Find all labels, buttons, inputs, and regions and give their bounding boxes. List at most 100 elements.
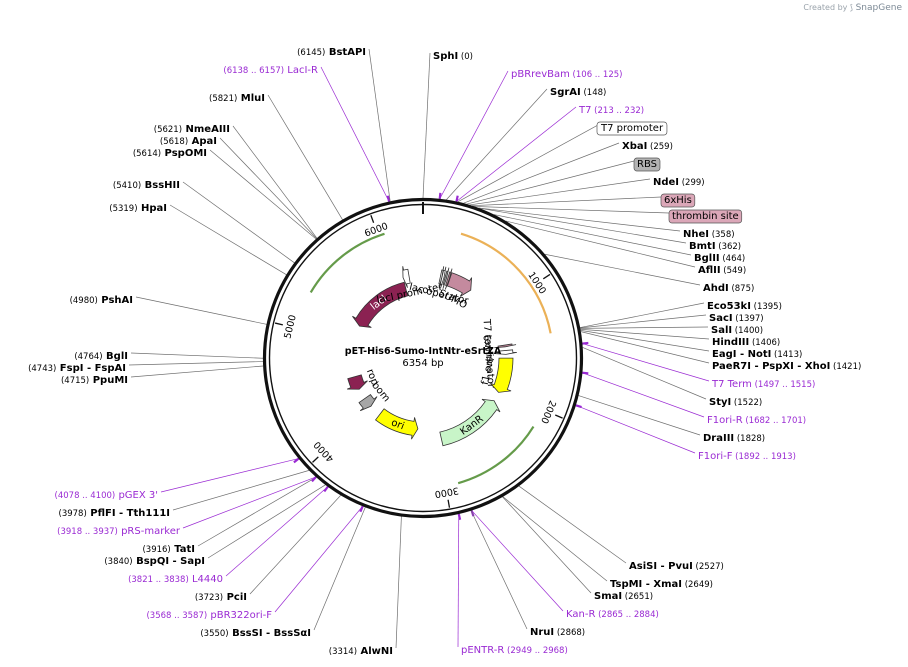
label-eagi[interactable]: EagI - NotI (1413) — [712, 349, 802, 360]
label-asisi[interactable]: AsiSI - PvuI (2527) — [629, 561, 724, 572]
svg-text:Kan-R (2865 .. 2884): Kan-R (2865 .. 2884) — [566, 609, 659, 620]
label-smai[interactable]: SmaI (2651) — [594, 591, 653, 602]
feature-6xhis-b[interactable]: 6xHis — [480, 334, 517, 363]
label-aflii[interactable]: AflII (549) — [698, 265, 746, 276]
label-f1ori-f[interactable]: F1ori-F (1892 .. 1913) — [698, 451, 796, 462]
label-nrui[interactable]: NruI (2868) — [530, 627, 585, 638]
label-sali[interactable]: SalI (1400) — [711, 325, 763, 336]
label-pbrrevbam[interactable]: pBRrevBam (106 .. 125) — [511, 69, 622, 80]
label-kan-r[interactable]: Kan-R (2865 .. 2884) — [566, 609, 659, 620]
label-bmti[interactable]: BmtI (362) — [689, 241, 741, 252]
label-alwni[interactable]: (3314) AlwNI — [329, 646, 393, 657]
feature-rbs[interactable] — [442, 267, 450, 289]
site-position: (2651) — [622, 592, 653, 602]
leader-line — [493, 214, 692, 256]
label-fspi[interactable]: (4743) FspI - FspAI — [28, 363, 126, 374]
label-xbai[interactable]: XbaI (259) — [622, 141, 673, 152]
svg-text:T7 Term (1497 .. 1515): T7 Term (1497 .. 1515) — [711, 379, 815, 390]
label-styi[interactable]: StyI (1522) — [709, 397, 762, 408]
site-position: (5618) — [160, 137, 188, 147]
label-bgli[interactable]: (4764) BglI — [74, 351, 128, 362]
leader-line — [580, 326, 709, 329]
site-position: (2949 .. 2968) — [504, 646, 567, 656]
site-position: (3821 .. 3838) — [128, 575, 189, 585]
site-position: (5410) — [113, 181, 141, 191]
site-name: PflFI — [87, 508, 116, 519]
label-pbr322ori-f[interactable]: (3568 .. 3587) pBR322ori-F — [146, 610, 272, 621]
label-hindiii[interactable]: HindIII (1406) — [712, 337, 780, 348]
label-eco53ki[interactable]: Eco53kI (1395) — [707, 301, 782, 312]
site-name: EagI — [712, 349, 736, 360]
svg-text:(4743) FspI - FspAI: (4743) FspI - FspAI — [28, 363, 126, 374]
svg-text:(3918 .. 3937) pRS-marker: (3918 .. 3937) pRS-marker — [57, 526, 181, 537]
label-rbs[interactable]: RBS — [633, 157, 661, 172]
leader-line — [502, 496, 608, 582]
site-position: (3978) — [59, 509, 87, 519]
primer-mark — [386, 195, 391, 202]
site-position: (0) — [458, 52, 473, 62]
label-thrombin[interactable]: thrombin site — [668, 209, 743, 224]
label-pentr-r[interactable]: pENTR-R (2949 .. 2968) — [461, 645, 568, 656]
label-f1ori-r[interactable]: F1ori-R (1682 .. 1701) — [707, 415, 806, 426]
site-position: (1682 .. 1701) — [743, 416, 806, 426]
label-laci-r[interactable]: (6138 .. 6157) LacI-R — [223, 65, 318, 76]
feature-6xhis[interactable] — [444, 268, 453, 290]
label-pgex3[interactable]: (4078 .. 4100) pGEX 3' — [55, 490, 158, 501]
feature-kanr[interactable]: KanR — [439, 398, 501, 447]
label-bstapi[interactable]: (6145) BstAPI — [297, 47, 366, 58]
feature-t7-terminator[interactable]: T7 terminator — [480, 318, 517, 389]
leader-lines — [128, 48, 710, 649]
svg-text:XbaI (259): XbaI (259) — [622, 141, 673, 152]
site-position: (362) — [716, 242, 742, 252]
site-position: pENTR-R — [461, 645, 504, 656]
label-ppumi[interactable]: (4715) PpuMI — [61, 375, 128, 386]
label-ahdi[interactable]: AhdI (875) — [703, 283, 754, 294]
site-position: (3568 .. 3587) — [146, 611, 207, 621]
label-t7-term[interactable]: T7 Term (1497 .. 1515) — [711, 379, 815, 390]
site-position: (1395) — [751, 302, 782, 312]
label-bsshii[interactable]: (5410) BssHII — [113, 180, 180, 191]
site-position: (1397) — [733, 314, 764, 324]
label-pcii[interactable]: (3723) PciI — [195, 592, 247, 603]
label-bglii[interactable]: BglII (464) — [694, 253, 745, 264]
label-apai[interactable]: (5618) ApaI — [160, 136, 217, 147]
label-bspqi[interactable]: (3840) BspQI - SapI — [104, 556, 205, 567]
leader-line — [582, 343, 710, 382]
site-position: (4715) — [61, 376, 89, 386]
site-name: AhdI — [703, 283, 729, 294]
label-pshai[interactable]: (4980) PshAI — [70, 295, 133, 306]
label-t7-promoter[interactable]: T7 promoter — [596, 121, 668, 136]
site-name: PciI — [223, 592, 247, 603]
label-ndei[interactable]: NdeI (299) — [653, 177, 705, 188]
label-pflfi[interactable]: (3978) PflFI - Tth111I — [59, 508, 170, 519]
feature-f1-ori[interactable]: f1 ori — [480, 357, 514, 393]
svg-text:(3840) BspQI - SapI: (3840) BspQI - SapI — [104, 556, 205, 567]
label-saci[interactable]: SacI (1397) — [709, 313, 764, 324]
feature-rop[interactable]: rop — [346, 368, 380, 390]
label-t7[interactable]: T7 (213 .. 232) — [578, 105, 644, 116]
label-draiii[interactable]: DraIII (1828) — [703, 433, 765, 444]
leader-line — [267, 94, 343, 220]
label-hpai[interactable]: (5319) HpaI — [109, 203, 167, 214]
label-nmeaiii[interactable]: (5621) NmeAIII — [154, 124, 230, 135]
feature-ori[interactable]: ori — [375, 408, 419, 440]
label-tspmi[interactable]: TspMI - XmaI (2649) — [610, 579, 713, 590]
label-sgrai[interactable]: SgrAI (148) — [550, 87, 606, 98]
site-name: HpaI — [138, 203, 167, 214]
label-bsssi[interactable]: (3550) BssSI - BssSαI — [200, 628, 311, 639]
ruler-tick-label: 3000 — [434, 484, 460, 499]
leader-line — [457, 124, 599, 203]
site-name: StyI — [709, 397, 731, 408]
leader-line — [582, 347, 707, 400]
label-prs-marker[interactable]: (3918 .. 3937) pRS-marker — [57, 526, 181, 537]
svg-text:SgrAI (148): SgrAI (148) — [550, 87, 606, 98]
label-paer7i[interactable]: PaeR7I - PspXI - XhoI (1421) — [712, 361, 861, 372]
label-sphi[interactable]: SphI (0) — [433, 51, 473, 62]
svg-text:NdeI (299): NdeI (299) — [653, 177, 705, 188]
label-tati[interactable]: (3916) TatI — [142, 544, 195, 555]
label-mlui[interactable]: (5821) MluI — [209, 93, 265, 104]
label-nhei[interactable]: NheI (358) — [683, 229, 735, 240]
label-pspomi[interactable]: (5614) PspOMI — [133, 148, 207, 159]
label-6xhis[interactable]: 6xHis — [660, 193, 696, 208]
label-l4440[interactable]: (3821 .. 3838) L4440 — [128, 574, 223, 585]
